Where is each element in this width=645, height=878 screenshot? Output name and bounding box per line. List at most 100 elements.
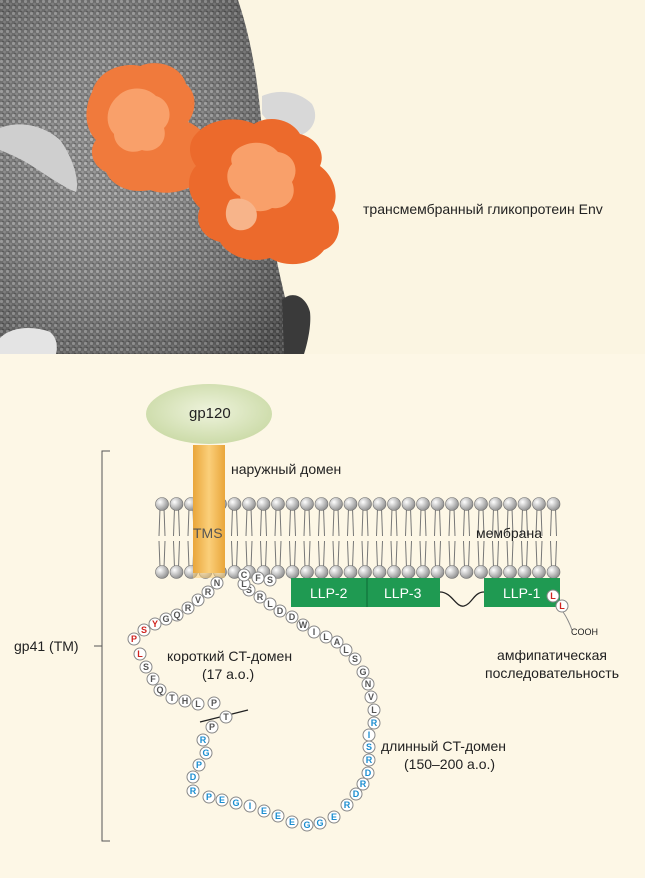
short-ct-label-line2: (17 а.о.) xyxy=(202,666,255,682)
long-ct-residue: G xyxy=(356,665,370,679)
svg-text:R: R xyxy=(366,755,373,765)
short-ct-residue: T xyxy=(165,691,179,705)
svg-text:A: A xyxy=(334,637,341,647)
svg-text:E: E xyxy=(261,806,267,816)
svg-text:R: R xyxy=(190,786,197,796)
svg-text:L: L xyxy=(241,579,247,589)
long-ct-residue: R xyxy=(196,733,210,747)
long-ct-residue: G xyxy=(300,818,314,832)
svg-text:R: R xyxy=(257,592,264,602)
long-ct-residue: R xyxy=(356,777,370,791)
long-ct-residue: F xyxy=(251,571,265,585)
svg-text:R: R xyxy=(200,735,207,745)
gp41-label: gp41 (TM) xyxy=(14,638,79,654)
svg-text:R: R xyxy=(185,603,192,613)
membrane-label: мембрана xyxy=(476,525,542,541)
long-ct-residue: I xyxy=(307,625,321,639)
svg-text:N: N xyxy=(365,679,372,689)
long-ct-residue: G xyxy=(199,746,213,760)
svg-text:P: P xyxy=(206,792,212,802)
svg-text:R: R xyxy=(205,587,212,597)
svg-text:L: L xyxy=(137,649,143,659)
svg-text:N: N xyxy=(214,578,221,588)
svg-text:G: G xyxy=(202,748,209,758)
long-ct-residue: R xyxy=(340,798,354,812)
svg-text:D: D xyxy=(289,612,296,622)
svg-text:V: V xyxy=(368,692,374,702)
svg-text:Y: Y xyxy=(152,619,158,629)
llp2-label: LLP-2 xyxy=(310,585,348,601)
svg-text:I: I xyxy=(249,801,252,811)
cooh-label: COOH xyxy=(571,627,598,637)
svg-text:I: I xyxy=(368,730,371,740)
long-ct-residue: E xyxy=(215,793,229,807)
virus-surface-photo: трансмембранный гликопротеин Env xyxy=(0,0,645,354)
short-ct-residue: R xyxy=(181,601,195,615)
long-ct-residue: S xyxy=(362,740,376,754)
gp120-subunit xyxy=(146,384,272,444)
long-ct-residue: E xyxy=(285,815,299,829)
svg-text:W: W xyxy=(299,620,308,630)
svg-text:P: P xyxy=(131,634,137,644)
svg-text:D: D xyxy=(277,606,284,616)
short-ct-residue: P xyxy=(207,696,221,710)
long-ct-residue: P xyxy=(192,758,206,772)
tms-label: TMS xyxy=(193,525,223,541)
gp41-bracket xyxy=(101,450,110,842)
long-ct-residue: P xyxy=(202,790,216,804)
long-ct-residue: A xyxy=(330,635,344,649)
long-ct-residue: N xyxy=(361,677,375,691)
long-ct-residue: R xyxy=(186,784,200,798)
short-ct-residue: Q xyxy=(170,608,184,622)
svg-text:S: S xyxy=(143,662,149,672)
svg-text:P: P xyxy=(196,760,202,770)
svg-text:G: G xyxy=(316,818,323,828)
svg-text:V: V xyxy=(195,595,201,605)
long-ct-residue: D xyxy=(285,610,299,624)
svg-text:L: L xyxy=(267,599,273,609)
amphipathic-label-line1: амфипатическая xyxy=(497,647,607,663)
svg-text:D: D xyxy=(365,768,372,778)
svg-text:T: T xyxy=(169,693,175,703)
svg-text:G: G xyxy=(359,667,366,677)
long-ct-residue: I xyxy=(243,799,257,813)
svg-text:S: S xyxy=(366,742,372,752)
long-ct-residue: V xyxy=(364,690,378,704)
long-ct-residue: L xyxy=(237,577,251,591)
svg-text:G: G xyxy=(303,820,310,830)
short-ct-residue: F xyxy=(146,672,160,686)
outer-domain-stem xyxy=(193,445,225,573)
short-ct-residue: V xyxy=(191,593,205,607)
svg-text:S: S xyxy=(352,654,358,664)
svg-text:T: T xyxy=(223,712,229,722)
svg-text:S: S xyxy=(267,575,273,585)
llp1-box xyxy=(484,578,560,607)
amphipathic-label-line2: последовательность xyxy=(485,665,619,681)
svg-text:I: I xyxy=(313,627,316,637)
long-ct-label-line2: (150–200 а.о.) xyxy=(404,756,496,772)
short-ct-residue: P xyxy=(127,632,141,646)
svg-text:H: H xyxy=(182,696,189,706)
grey-protein-blob xyxy=(0,124,78,192)
svg-text:C: C xyxy=(241,570,248,580)
svg-text:F: F xyxy=(255,573,261,583)
short-ct-label-line1: короткий CT-домен xyxy=(167,648,293,664)
svg-text:R: R xyxy=(360,779,367,789)
long-ct-residue: T xyxy=(219,710,233,724)
long-ct-residue: C xyxy=(237,568,251,582)
long-ct-residue: E xyxy=(271,809,285,823)
llp-linker xyxy=(439,591,485,607)
short-ct-residue: G xyxy=(159,612,173,626)
long-ct-residue: P xyxy=(205,720,219,734)
short-ct-residue: S xyxy=(139,660,153,674)
svg-text:S: S xyxy=(141,625,147,635)
long-ct-residue: L xyxy=(263,597,277,611)
svg-text:P: P xyxy=(211,698,217,708)
long-ct-residue: R xyxy=(362,753,376,767)
env-glycoprotein-spike xyxy=(86,63,339,265)
llp3-box xyxy=(367,578,440,607)
svg-text:S: S xyxy=(246,585,252,595)
